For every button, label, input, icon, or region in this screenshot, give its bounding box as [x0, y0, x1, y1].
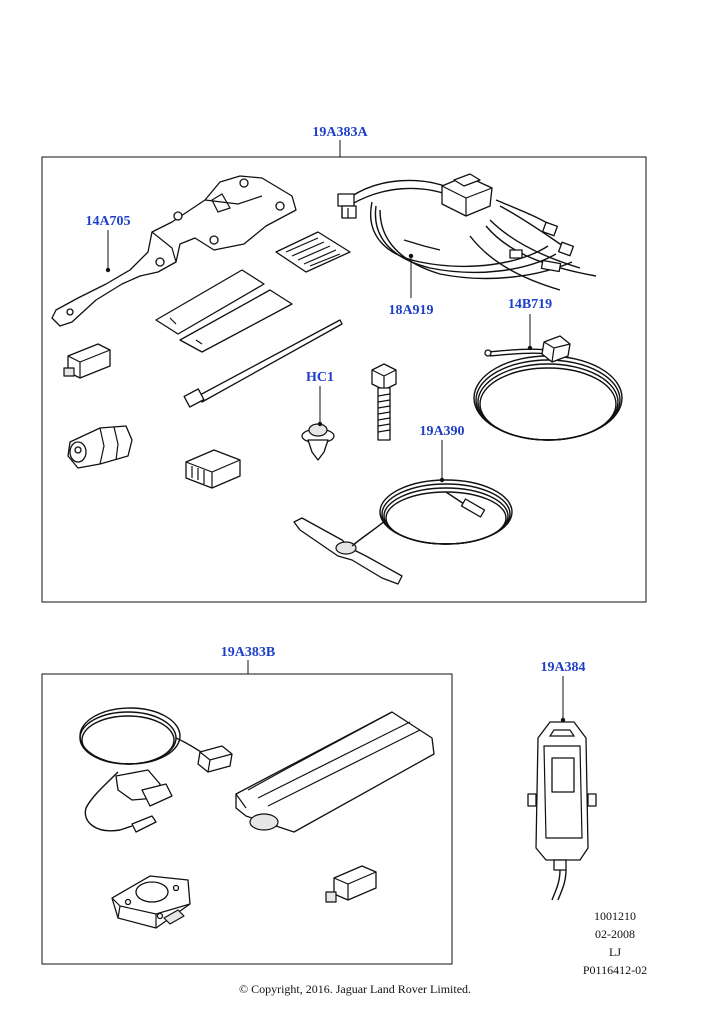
- callout-clip[interactable]: HC1: [306, 370, 334, 385]
- kit-a-frame: [41, 156, 647, 603]
- adhesive-strip-2: [179, 289, 293, 353]
- callout-kit-a[interactable]: 19A383A: [312, 125, 368, 140]
- small-connector: [63, 343, 111, 379]
- adhesive-strip-1: [155, 269, 265, 335]
- meta-initials: LJ: [609, 945, 621, 959]
- bracket-part: [51, 175, 297, 327]
- copyright-notice: © Copyright, 2016. Jaguar Land Rover Lim…: [239, 982, 471, 996]
- adhesive-pad-small: [275, 231, 351, 273]
- clip-part: [301, 423, 335, 461]
- multipin-connector: [67, 425, 133, 469]
- meta-reference: P0116412-02: [583, 963, 647, 977]
- meta-code: 1001210: [594, 909, 636, 923]
- coiled-cable-14b719: [473, 335, 623, 441]
- kit-b-frame: [41, 673, 453, 965]
- callout-handset[interactable]: 19A384: [540, 660, 585, 675]
- callout-harness[interactable]: 18A919: [388, 303, 433, 318]
- callout-cable-14b719[interactable]: 14B719: [508, 297, 552, 312]
- plug-connector: [185, 449, 241, 489]
- meta-date: 02-2008: [595, 927, 635, 941]
- callout-antenna[interactable]: 19A390: [419, 424, 464, 439]
- kit-b-connector: [325, 865, 377, 903]
- bolt-part: [371, 363, 397, 441]
- mounting-pad: [235, 711, 435, 833]
- handset-part: [527, 721, 597, 901]
- cable-assembly: [79, 707, 233, 833]
- antenna-part: [293, 479, 513, 585]
- callout-kit-b[interactable]: 19A383B: [221, 645, 275, 660]
- callout-bracket[interactable]: 14A705: [85, 214, 130, 229]
- base-mount: [111, 875, 191, 929]
- cable-tie: [183, 319, 343, 408]
- wiring-harness: [337, 173, 597, 291]
